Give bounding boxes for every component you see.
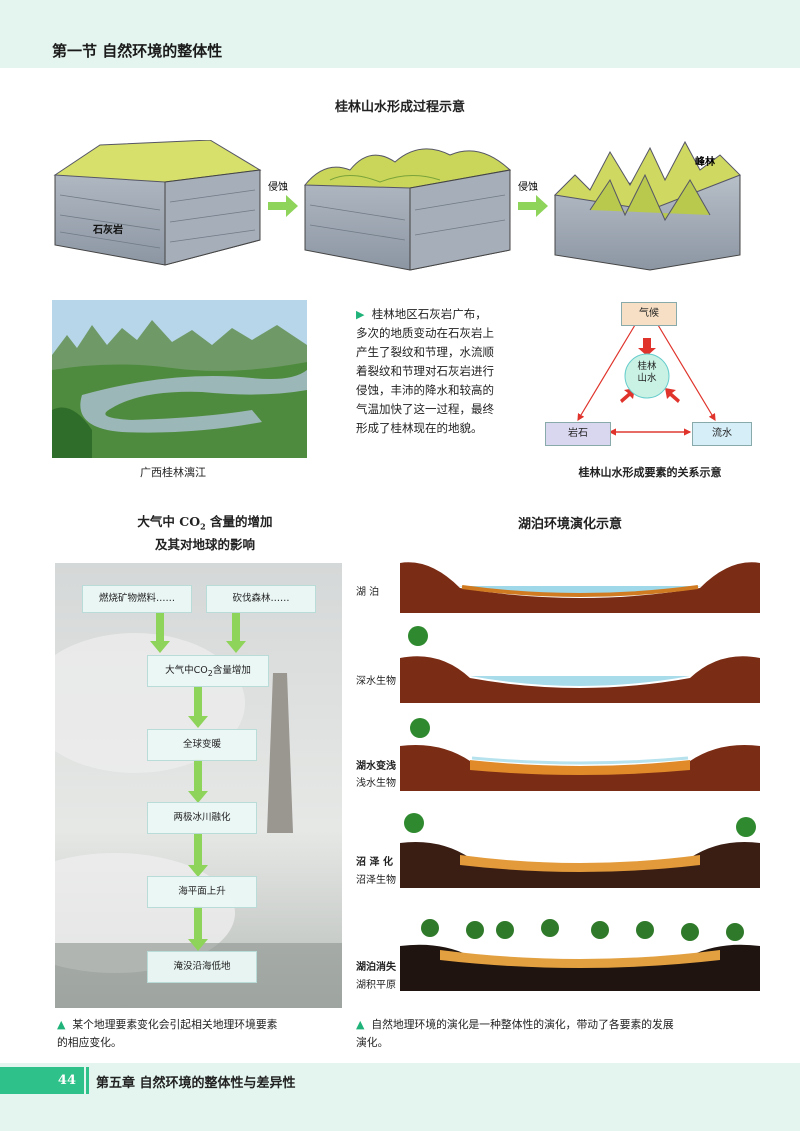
triangle-icon: ▲ <box>57 1018 66 1031</box>
fuel-box: 燃烧矿物燃料…… <box>82 585 192 613</box>
limestone-block-3 <box>553 140 741 271</box>
rock-box: 岩石 <box>545 422 611 446</box>
page-number: 44 <box>0 1067 84 1094</box>
stage-shallow-life-label: 浅水生物 <box>356 778 396 789</box>
lake-stage-3 <box>400 718 760 791</box>
limestone-label: 石灰岩 <box>92 223 123 236</box>
lake-title: 湖泊环境演化示意 <box>517 517 622 532</box>
relation-arrows <box>577 324 716 436</box>
sea-level-box: 海平面上升 <box>147 876 257 908</box>
chapter-title: 第五章 自然环境的整体性与差异性 <box>96 1076 296 1091</box>
lake-caption: ▲ 自然地理环境的演化是一种整体性的演化，带动了各要素的发展 演化。 <box>356 1018 674 1049</box>
lake-stage-1 <box>400 562 760 613</box>
limestone-block-1 <box>53 140 262 266</box>
lijiang-photo <box>52 300 307 458</box>
header-band <box>0 0 800 68</box>
triangle-icon: ▲ <box>356 1018 365 1031</box>
co2-flow-arrows <box>150 613 246 951</box>
section-title: 第一节 自然环境的整体性 <box>52 42 223 60</box>
lake-evolution-diagram <box>400 562 760 991</box>
erosion-label-2: 侵蚀 <box>518 180 538 193</box>
co2-title: 大气中 CO2 含量的增加 及其对地球的影响 <box>137 514 273 552</box>
deforestation-box: 砍伐森林…… <box>206 585 316 613</box>
climate-box: 气候 <box>621 302 677 326</box>
guilin-process-diagram: 石灰岩 侵蚀 侵蚀 峰林 <box>53 140 741 271</box>
erosion-arrow-2 <box>518 195 548 217</box>
footer-band <box>0 1063 800 1131</box>
erosion-label-1: 侵蚀 <box>268 180 288 193</box>
water-box: 流水 <box>692 422 752 446</box>
lake-stage-2 <box>400 626 760 703</box>
co2-caption: ▲ 某个地理要素变化会引起相关地理环境要素 的相应变化。 <box>57 1018 278 1049</box>
stage-lake-vanish-label: 湖泊消失 <box>356 962 396 973</box>
stage-lake-label: 湖 泊 <box>356 587 380 598</box>
limestone-block-2 <box>303 148 512 271</box>
co2-increase-box: 大气中CO2含量增加 <box>147 655 269 687</box>
glacier-melt-box: 两极冰川融化 <box>147 802 257 834</box>
triangle-icon: ▶ <box>356 308 365 321</box>
footer-divider <box>86 1067 89 1094</box>
center-label: 桂林山水 <box>637 361 657 384</box>
guilin-process-title: 桂林山水形成过程示意 <box>334 100 465 115</box>
peak-forest-label: 峰林 <box>695 155 716 168</box>
global-warming-box: 全球变暖 <box>147 729 257 761</box>
stage-swamp-life-label: 沼泽生物 <box>356 875 396 886</box>
relation-title: 桂林山水形成要素的关系示意 <box>578 466 722 479</box>
stage-deep-water-label: 深水生物 <box>356 676 396 687</box>
stage-shallowing-label: 湖水变浅 <box>356 761 396 772</box>
erosion-arrow-1 <box>268 195 298 217</box>
stage-plain-label: 湖积平原 <box>356 980 396 991</box>
stage-swamp-label: 沼 泽 化 <box>356 857 393 868</box>
lake-stage-4 <box>400 813 760 888</box>
guilin-description: ▶ 桂林地区石灰岩广布， 多次的地质变动在石灰岩上 产生了裂纹和节理，水流顺 着… <box>356 307 494 435</box>
photo-caption: 广西桂林漓江 <box>140 466 206 479</box>
flood-lowland-box: 淹没沿海低地 <box>147 951 257 983</box>
lake-stage-5 <box>400 919 760 991</box>
